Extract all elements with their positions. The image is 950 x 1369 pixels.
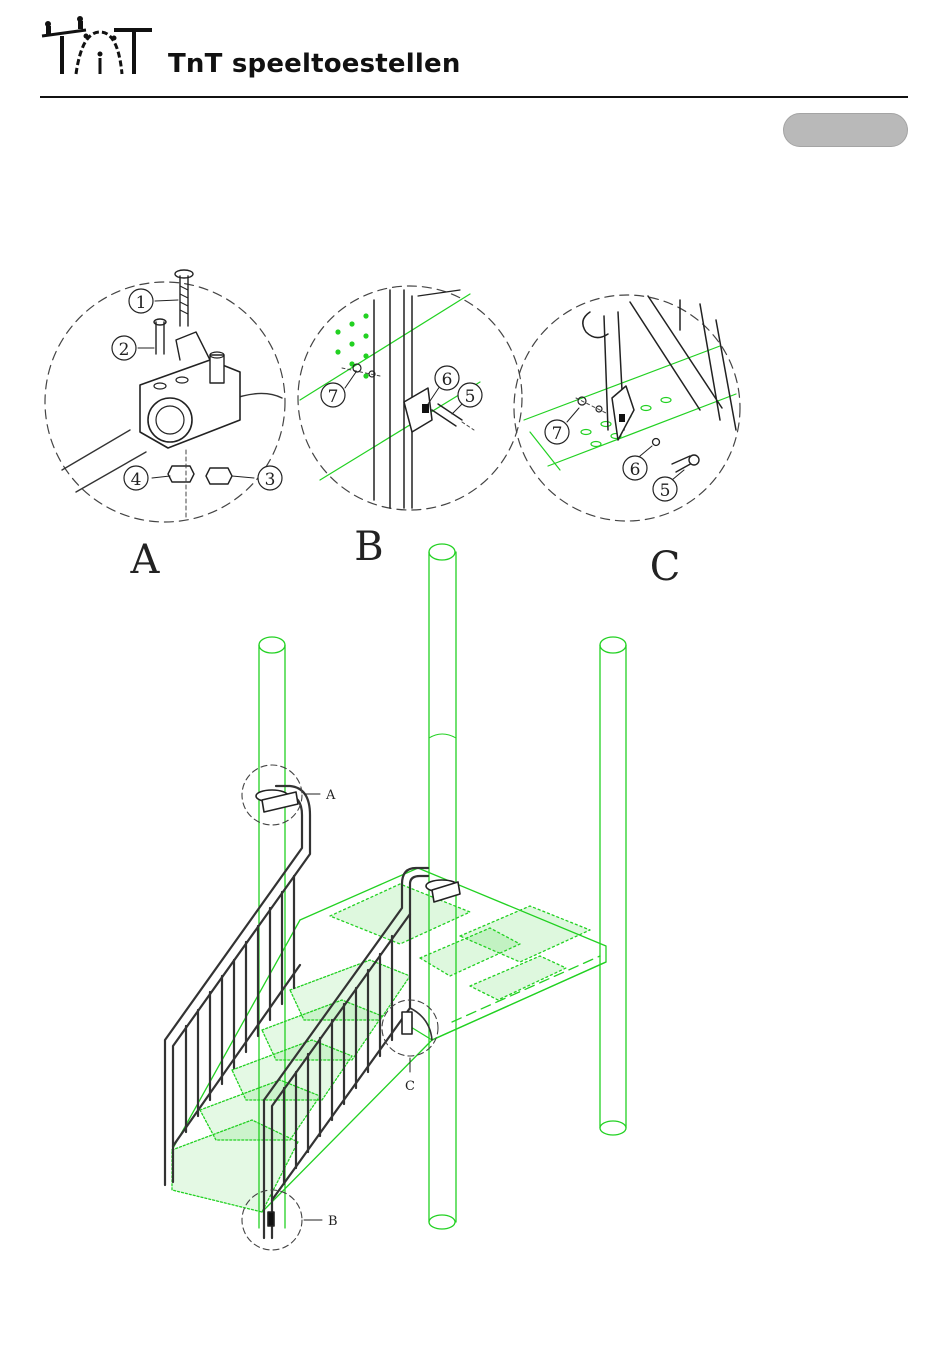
part-label: 3 bbox=[265, 470, 276, 490]
main-assembly: A B C bbox=[165, 544, 626, 1250]
detail-a: 1 2 3 4 A bbox=[45, 270, 285, 583]
detail-b: 5 6 7 B bbox=[298, 286, 522, 570]
part-label: 6 bbox=[630, 460, 641, 480]
page-header: TnT speeltoestellen bbox=[0, 0, 950, 100]
callout-label: A bbox=[325, 788, 336, 803]
tnt-seesaw-logo bbox=[38, 14, 154, 80]
detail-letter: B bbox=[354, 524, 383, 570]
part-label: 6 bbox=[442, 370, 453, 390]
brand-name: TnT speeltoestellen bbox=[168, 49, 461, 79]
header-divider bbox=[40, 96, 908, 98]
detail-c: 5 6 7 C bbox=[514, 295, 740, 590]
detail-letter: C bbox=[650, 544, 681, 590]
part-label: 5 bbox=[465, 387, 476, 407]
part-label: 7 bbox=[552, 424, 563, 444]
assembly-drawing: 1 2 3 4 A 5 6 7 B bbox=[0, 150, 950, 1369]
detail-letter: A bbox=[130, 537, 161, 583]
part-label: 5 bbox=[660, 481, 671, 501]
callout-label: B bbox=[328, 1214, 338, 1229]
part-label: 1 bbox=[136, 293, 147, 313]
part-label: 2 bbox=[119, 340, 130, 360]
callout-label: C bbox=[405, 1079, 415, 1094]
part-label: 4 bbox=[131, 470, 142, 490]
part-label: 7 bbox=[328, 387, 339, 407]
step-badge bbox=[783, 113, 908, 147]
